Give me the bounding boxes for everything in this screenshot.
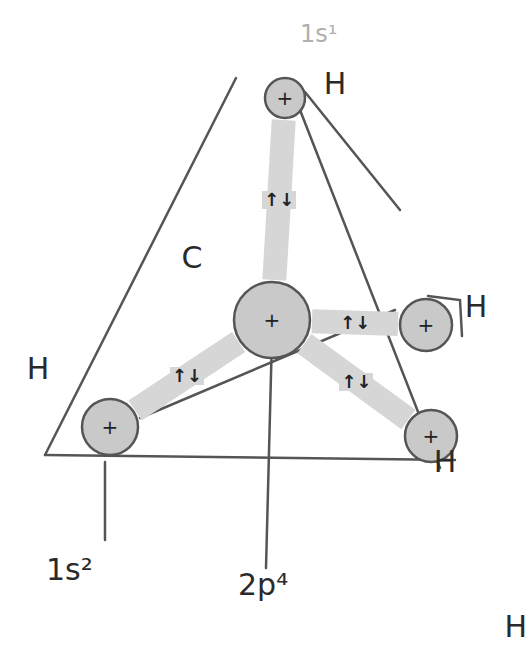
electron-pair: ↑↓ [339,373,373,391]
electron-pair: ↑↓ [170,367,204,385]
atom-circle: C+ [232,280,312,360]
atom-circle: H+ [263,76,307,120]
atom-symbol: H [465,292,488,322]
bond-band [135,342,239,410]
orbital-label: H [504,612,527,642]
orbital-label: 1s¹ [300,22,337,46]
nucleus-mark: + [102,417,119,437]
atom-symbol: C [182,243,203,273]
nucleus-mark: + [423,426,440,446]
nucleus-mark: + [277,88,294,108]
nucleus-mark: + [264,310,281,330]
bond-band [304,344,408,420]
orbital-label: 1s² [46,555,93,585]
atom-circle: H+ [403,408,459,464]
tetrahedron-edge [140,310,395,418]
leader-line [104,462,107,540]
leader-line [266,336,272,568]
nucleus-mark: + [418,315,435,335]
orbital-label: 2p⁴ [238,570,288,600]
atom-symbol: H [27,354,50,384]
electron-pair: ↑↓ [262,191,296,209]
atom-circle: H+ [80,397,140,457]
atom-symbol: H [324,69,347,99]
electron-pair: ↑↓ [338,314,372,332]
atom-circle: H+ [398,297,454,353]
tetrahedron-edge [305,92,400,210]
atom-symbol: H [434,447,457,477]
